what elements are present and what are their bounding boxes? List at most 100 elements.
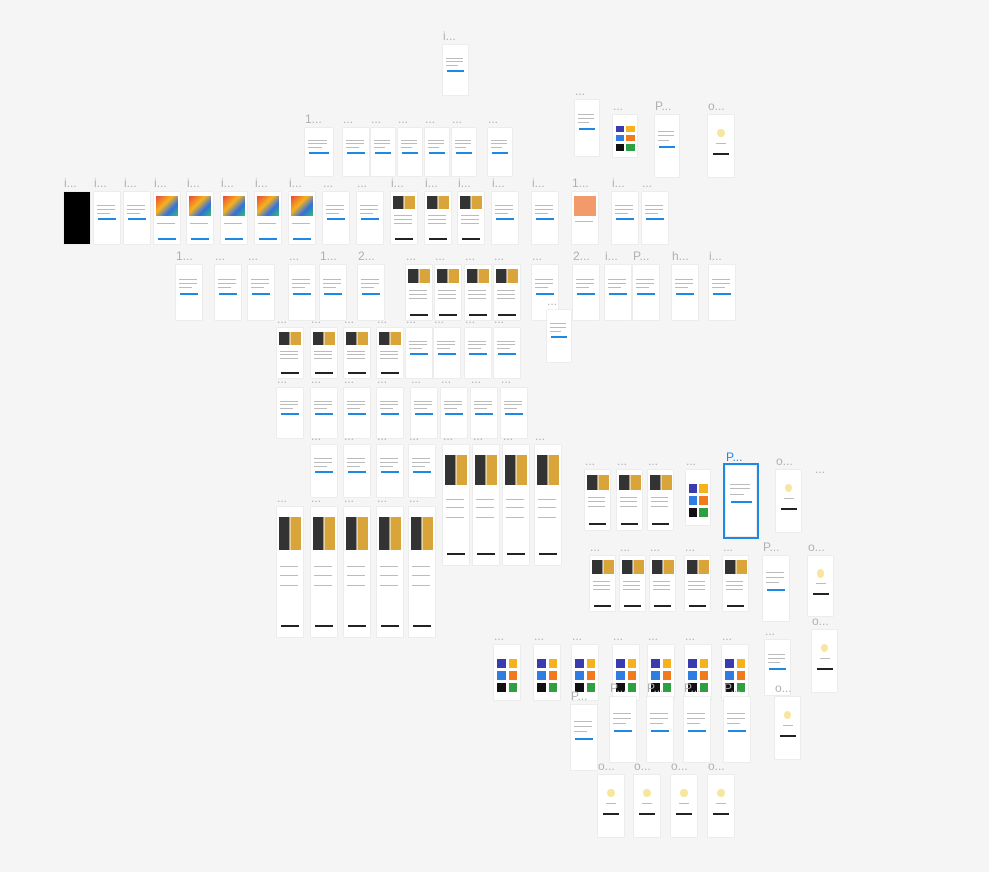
- artboard-frame[interactable]: [465, 328, 491, 378]
- artboard-frame[interactable]: [612, 192, 638, 244]
- artboard-frame[interactable]: [425, 128, 449, 176]
- frame-label[interactable]: ...: [452, 112, 463, 126]
- artboard-frame[interactable]: [406, 328, 432, 378]
- frame-label[interactable]: ...: [473, 429, 484, 443]
- artboard-frame[interactable]: [391, 192, 417, 244]
- frame-label[interactable]: ...: [685, 629, 696, 643]
- artboard-frame[interactable]: [590, 556, 615, 611]
- frame-label[interactable]: i...: [532, 176, 545, 190]
- frame-label[interactable]: ...: [289, 249, 300, 263]
- frame-label[interactable]: i...: [612, 176, 625, 190]
- frame-label[interactable]: P...: [647, 681, 664, 695]
- frame-label[interactable]: ...: [435, 249, 446, 263]
- frame-label[interactable]: ...: [648, 629, 659, 643]
- frame-label[interactable]: i...: [443, 29, 456, 43]
- artboard-frame[interactable]: [343, 128, 369, 176]
- artboard-frame[interactable]: [441, 388, 467, 438]
- frame-label[interactable]: 1...: [176, 249, 193, 263]
- frame-label[interactable]: P...: [571, 689, 588, 703]
- artboard-frame[interactable]: [277, 507, 303, 637]
- artboard-frame[interactable]: [642, 192, 668, 244]
- frame-label[interactable]: ...: [441, 372, 452, 386]
- frame-label[interactable]: ...: [311, 491, 322, 505]
- frame-label[interactable]: ...: [686, 454, 697, 468]
- frame-label[interactable]: ...: [532, 249, 543, 263]
- artboard-frame[interactable]: [311, 445, 337, 497]
- frame-label[interactable]: i...: [709, 249, 722, 263]
- artboard-frame[interactable]: [215, 265, 241, 320]
- artboard-frame[interactable]: [323, 192, 349, 244]
- frame-label[interactable]: ...: [815, 462, 826, 476]
- frame-label[interactable]: ...: [585, 454, 596, 468]
- frame-label[interactable]: ...: [357, 176, 368, 190]
- artboard-frame[interactable]: [371, 128, 395, 176]
- artboard-frame[interactable]: [409, 507, 435, 637]
- artboard-frame[interactable]: [647, 697, 673, 762]
- artboard-frame[interactable]: [648, 470, 673, 530]
- artboard-frame[interactable]: [289, 265, 315, 320]
- frame-label[interactable]: ...: [501, 372, 512, 386]
- frame-label[interactable]: ...: [398, 112, 409, 126]
- artboard-frame[interactable]: [685, 556, 710, 611]
- artboard-frame[interactable]: [248, 265, 274, 320]
- artboard-frame[interactable]: [572, 645, 598, 700]
- artboard-frame[interactable]: [812, 630, 837, 692]
- frame-label[interactable]: ...: [722, 629, 733, 643]
- frame-label[interactable]: i...: [289, 176, 302, 190]
- artboard-frame[interactable]: [473, 445, 499, 565]
- artboard-frame[interactable]: [722, 645, 748, 700]
- frame-label[interactable]: ...: [215, 249, 226, 263]
- artboard-frame[interactable]: [344, 507, 370, 637]
- frame-label[interactable]: ...: [406, 249, 417, 263]
- artboard-frame[interactable]: [221, 192, 247, 244]
- frame-label[interactable]: ...: [277, 491, 288, 505]
- artboard-frame[interactable]: [724, 697, 750, 762]
- artboard-frame[interactable]: [532, 192, 558, 244]
- artboard-frame[interactable]: [443, 445, 469, 565]
- frame-label[interactable]: ...: [617, 454, 628, 468]
- frame-label[interactable]: o...: [808, 540, 825, 554]
- frame-label[interactable]: ...: [494, 312, 505, 326]
- frame-label[interactable]: ...: [406, 312, 417, 326]
- artboard-frame[interactable]: [488, 128, 512, 176]
- frame-label[interactable]: ...: [248, 249, 259, 263]
- frame-label[interactable]: ...: [534, 629, 545, 643]
- frame-label[interactable]: P...: [684, 681, 701, 695]
- frame-label[interactable]: P...: [726, 450, 743, 464]
- artboard-frame[interactable]: [633, 265, 659, 320]
- artboard-frame[interactable]: [377, 328, 403, 378]
- frame-label[interactable]: ...: [503, 429, 514, 443]
- artboard-frame[interactable]: [465, 265, 491, 320]
- frame-label[interactable]: ...: [277, 372, 288, 386]
- frame-label[interactable]: i...: [458, 176, 471, 190]
- artboard-frame[interactable]: [344, 388, 370, 438]
- frame-label[interactable]: ...: [311, 312, 322, 326]
- frame-label[interactable]: ...: [590, 540, 601, 554]
- frame-label[interactable]: ...: [723, 540, 734, 554]
- artboard-frame[interactable]: [277, 328, 303, 378]
- frame-label[interactable]: ...: [494, 629, 505, 643]
- artboard-frame[interactable]: [650, 556, 675, 611]
- artboard-frame[interactable]: [320, 265, 346, 320]
- frame-label[interactable]: o...: [708, 99, 725, 113]
- frame-label[interactable]: o...: [776, 454, 793, 468]
- artboard-frame[interactable]: [187, 192, 213, 244]
- artboard-frame[interactable]: [685, 645, 711, 700]
- frame-label[interactable]: i...: [221, 176, 234, 190]
- artboard-frame[interactable]: [377, 507, 403, 637]
- frame-label[interactable]: ...: [377, 429, 388, 443]
- frame-label[interactable]: i...: [425, 176, 438, 190]
- artboard-frame[interactable]: [572, 192, 598, 244]
- frame-label[interactable]: i...: [492, 176, 505, 190]
- artboard-frame[interactable]: [406, 265, 432, 320]
- artboard-frame[interactable]: [684, 697, 710, 762]
- frame-label[interactable]: ...: [344, 491, 355, 505]
- frame-label[interactable]: o...: [671, 759, 688, 773]
- frame-label[interactable]: ...: [572, 629, 583, 643]
- artboard-frame[interactable]: [723, 463, 759, 539]
- artboard-frame[interactable]: [311, 507, 337, 637]
- artboard-frame[interactable]: [571, 705, 597, 770]
- frame-label[interactable]: ...: [685, 540, 696, 554]
- artboard-frame[interactable]: [598, 775, 624, 837]
- artboard-frame[interactable]: [613, 645, 639, 700]
